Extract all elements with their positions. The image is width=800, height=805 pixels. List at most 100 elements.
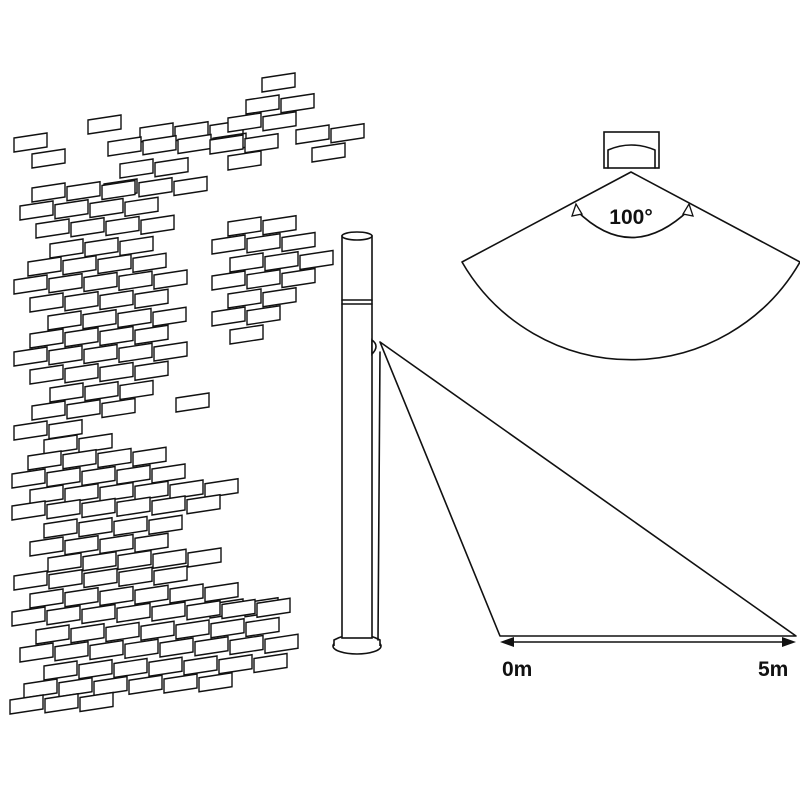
brick [134, 324, 169, 346]
brick [142, 134, 177, 156]
brick [262, 286, 297, 308]
brick [58, 676, 93, 698]
brick [151, 495, 186, 516]
sensor-lens [607, 144, 656, 169]
brick [116, 496, 151, 518]
brick [46, 466, 81, 488]
brick [183, 655, 218, 676]
brick [78, 516, 113, 538]
brick [84, 380, 119, 402]
brick [13, 346, 48, 367]
brick [83, 567, 118, 589]
brick [23, 678, 58, 699]
brick [227, 288, 262, 309]
brick [132, 446, 167, 468]
brick [99, 533, 134, 555]
brick [49, 382, 84, 403]
brick [256, 597, 291, 619]
brick [229, 252, 264, 273]
bollard-lamp-post [332, 231, 382, 655]
brick [124, 196, 159, 218]
brick [245, 616, 280, 638]
brick [62, 254, 97, 276]
brick [70, 622, 105, 644]
brick [151, 463, 186, 484]
brick [153, 341, 188, 362]
post-cap [341, 231, 373, 241]
brick [113, 657, 148, 679]
brick [295, 124, 330, 145]
range-start-label: 0m [502, 658, 532, 681]
brick [29, 328, 64, 349]
brick [194, 635, 229, 657]
brick [64, 534, 99, 556]
brick [66, 398, 101, 420]
brick [82, 308, 117, 330]
brick [244, 132, 279, 154]
brick [211, 306, 246, 327]
brick [101, 397, 136, 419]
brick [79, 691, 114, 713]
brick [134, 532, 169, 554]
brick [46, 498, 81, 520]
brick [169, 583, 204, 604]
brick [89, 639, 124, 661]
brick [148, 514, 183, 536]
brick [119, 158, 154, 179]
brick [204, 477, 239, 499]
brick [227, 150, 262, 171]
brick [97, 447, 132, 469]
brick [48, 568, 83, 590]
brick [11, 500, 46, 521]
brick [119, 379, 154, 401]
brick [299, 249, 334, 271]
brick [47, 552, 82, 573]
brick [330, 122, 365, 144]
brick-wall [9, 72, 365, 715]
brick [47, 310, 82, 331]
brick [152, 306, 187, 328]
brick [140, 214, 175, 236]
brick [118, 566, 153, 588]
brick [175, 619, 210, 640]
brick [211, 270, 246, 291]
brick [54, 640, 89, 662]
brick [64, 586, 99, 608]
brick [35, 218, 70, 239]
brick [13, 570, 48, 591]
brick [253, 652, 288, 674]
brick [99, 289, 134, 311]
brick [48, 272, 83, 294]
brick [31, 182, 66, 203]
range-arrow-right-head [782, 637, 796, 647]
brick [66, 180, 101, 202]
brick [119, 235, 154, 257]
brick [29, 536, 64, 557]
brick [138, 176, 173, 198]
brick [13, 274, 48, 295]
brick [245, 94, 280, 115]
brick [105, 215, 140, 237]
brick [169, 479, 204, 500]
brick [187, 547, 222, 568]
post-edge-line [377, 351, 381, 641]
brick [128, 674, 163, 696]
brick [49, 238, 84, 259]
brick [48, 418, 83, 440]
brick [117, 549, 152, 571]
angle-arc-left-head [571, 202, 584, 217]
brick [152, 548, 187, 570]
detection-range-side-view: 0m 5m [377, 341, 797, 681]
angle-label: 100° [609, 206, 652, 229]
brick [46, 604, 81, 626]
brick [70, 216, 105, 238]
brick [246, 304, 281, 326]
brick [31, 148, 66, 169]
brick [81, 465, 116, 487]
brick [227, 112, 262, 133]
brick [89, 197, 124, 219]
brick [19, 642, 54, 663]
brick [29, 484, 64, 505]
brick [11, 606, 46, 627]
